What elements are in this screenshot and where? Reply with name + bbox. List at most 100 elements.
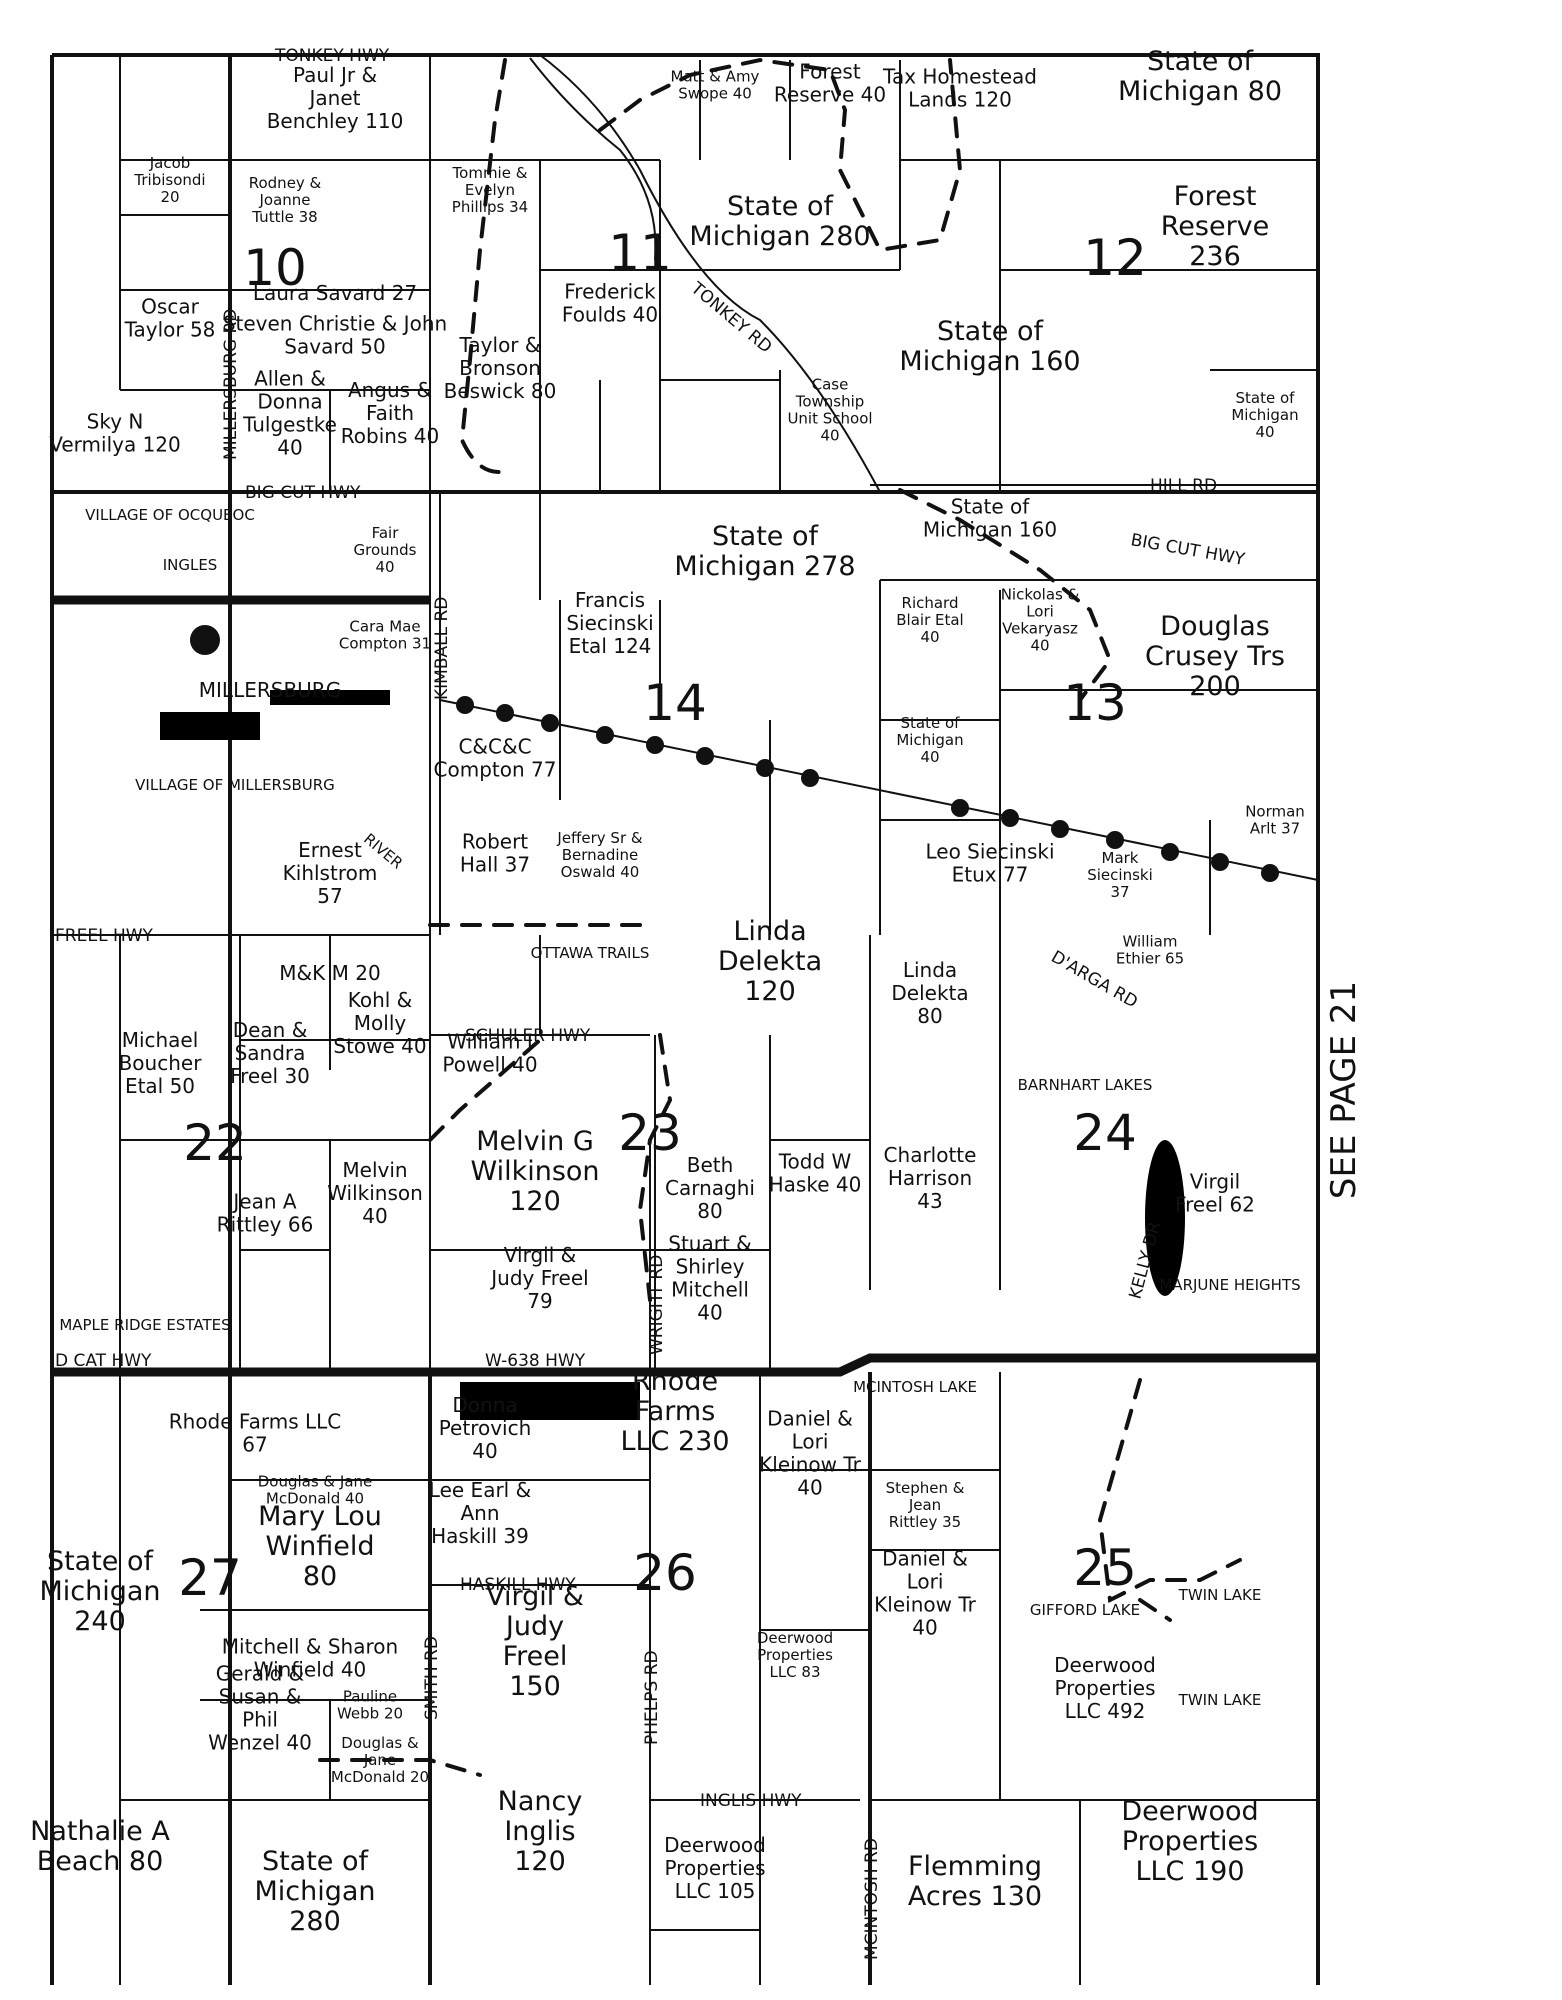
label-mcintosh-rd: MCINTOSH RD — [862, 1838, 882, 1960]
section-25: 25 — [1073, 1539, 1137, 1597]
label-w638-hwy: W-638 HWY — [485, 1351, 586, 1371]
label-big-cut-hwy: BIG CUT HWY — [245, 483, 361, 503]
place-twin-1: TWIN LAKE — [1178, 1586, 1262, 1604]
section-26: 26 — [633, 1544, 697, 1602]
w638-hwy-line — [52, 1353, 1318, 1377]
label-freel-hwy: FREEL HWY — [55, 926, 154, 946]
label-bobcat-hwy: D CAT HWY — [55, 1351, 152, 1371]
place-marjune: MARJUNE HEIGHTS — [1159, 1276, 1300, 1294]
label-millersburg-rd: MILLERSBURG RD — [221, 309, 241, 460]
place-village-millersburg: VILLAGE OF MILLERSBURG — [135, 776, 335, 794]
place-barnhart: BARNHART LAKES — [1018, 1076, 1153, 1094]
place-maple-ridge: MAPLE RIDGE ESTATES — [59, 1316, 230, 1334]
section-12: 12 — [1083, 229, 1147, 287]
label-haskill-hwy: HASKILL HWY — [460, 1575, 576, 1595]
place-mcintosh-lake: MCINTOSH LAKE — [853, 1378, 977, 1396]
river-line — [529, 57, 657, 261]
tonkey-rd-line — [539, 54, 881, 493]
place-ottawa-trails: OTTAWA TRAILS — [531, 944, 650, 962]
label-kimball-rd: KIMBALL RD — [432, 597, 452, 700]
millersburg-bar — [270, 690, 390, 705]
trail-8 — [318, 1758, 482, 1777]
label-schuler-hwy: SCHULER HWY — [465, 1026, 591, 1046]
label-wright-rd: WRIGHT RD — [647, 1255, 667, 1355]
parcel-lines — [119, 55, 1319, 1985]
label-inglis-hwy: INGLIS HWY — [700, 1791, 802, 1811]
label-hill-rd: HILL RD — [1150, 476, 1217, 496]
label-phelps-rd: PHELPS RD — [642, 1650, 662, 1745]
section-13: 13 — [1063, 674, 1127, 732]
section-10: 10 — [243, 239, 307, 297]
trail-7 — [1097, 1378, 1242, 1622]
place-occqueoc: VILLAGE OF OCQUEOC — [85, 506, 255, 524]
section-14: 14 — [643, 674, 707, 732]
section-23: 23 — [618, 1104, 682, 1162]
trail-5 — [428, 1038, 542, 1142]
redaction-bar-1 — [160, 712, 260, 740]
section-22: 22 — [183, 1114, 247, 1172]
trail-3 — [898, 488, 1113, 702]
power-towers — [190, 625, 1279, 882]
